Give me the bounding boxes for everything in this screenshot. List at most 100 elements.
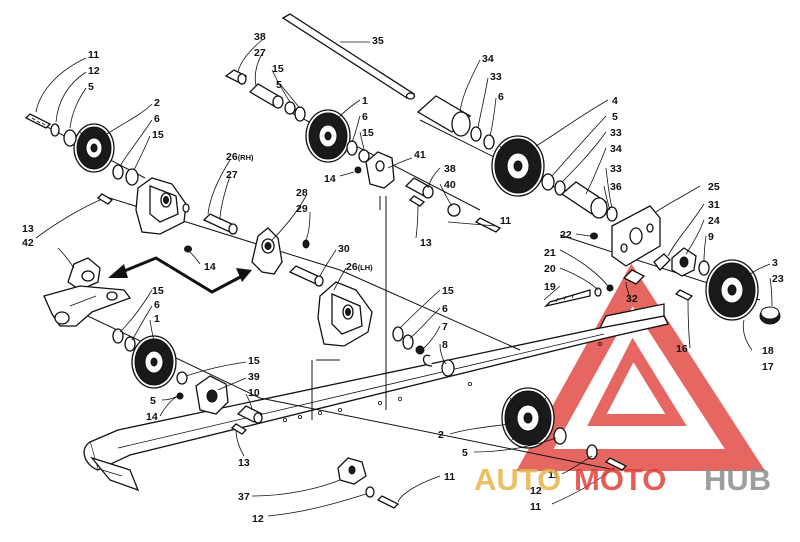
callout-26-lh-number: 26 [346,261,358,273]
callout-15-lower-left: 15 [152,285,164,297]
callout-15-top-left: 15 [152,129,164,141]
washer-5-right [541,173,555,191]
callout-5-right: 5 [612,111,618,123]
callout-12-lower-right: 12 [530,485,542,497]
bolt-11-top-left [24,113,52,129]
callout-18: 18 [762,345,774,357]
bolt-13-center [408,195,426,207]
idler-wheel-top-left [73,123,115,173]
spacer-5-lower-right [553,427,567,445]
watermark-wordmark: AUTO MOTO HUB [474,462,771,497]
nut-22 [590,232,598,240]
callout-2-top-left: 2 [154,97,160,109]
bracket-41 [365,151,395,189]
direction-arrows [108,256,252,294]
spacer-33-right [554,180,566,196]
callout-26-rh-suffix: (RH) [238,153,254,162]
callout-33-right: 33 [610,127,622,139]
callout-21: 21 [544,247,556,259]
bracket-26-lh [317,281,373,347]
callout-15-top: 15 [272,63,284,75]
callout-26-rh: 26(RH) [226,151,254,163]
washer-6-lower-left [124,336,136,352]
idler-wheel-4 [491,135,545,197]
spacer-33-right-b [606,206,618,222]
callout-26-rh-number: 26 [226,151,238,163]
callout-35: 35 [372,35,384,47]
callout-33-top: 33 [490,71,502,83]
callout-12-top-left: 12 [88,65,100,77]
callout-11-lower-right: 11 [548,469,559,481]
bearing-24 [671,247,697,277]
callout-14-left: 14 [204,261,216,273]
callout-5-lower-left: 5 [150,395,156,407]
bracket-28 [251,227,283,275]
washer-12-bottom [365,486,375,498]
callout-39: 39 [248,371,260,383]
watermark-hub: HUB [704,462,771,497]
spacer-30 [288,265,324,287]
bolt-13-lower-left [230,423,248,435]
callout-38-top: 38 [254,31,266,43]
callout-4: 4 [612,95,618,107]
callout-36: 36 [610,181,622,193]
spacer-15-top-left [125,168,139,186]
callout-17: 17 [762,361,774,373]
idler-wheel-1-top-center [305,109,351,163]
callout-29: 29 [296,203,308,215]
callout-14-lower-left: 14 [146,411,158,423]
spacer-8-lower [441,359,455,377]
callout-15-lower: 15 [248,355,260,367]
cap-23 [759,306,781,325]
spacer-15-lower-left [112,328,124,344]
nut-14-left [184,245,192,253]
bracket-37 [337,457,367,485]
callout-5-top: 5 [276,79,282,91]
callout-15-lower-center: 15 [442,285,454,297]
callout-28: 28 [296,187,308,199]
spacer-27-top [224,69,248,85]
watermark-moto: MOTO [574,462,666,497]
spacer-5-top-left [63,129,77,147]
callout-27-mid: 27 [226,169,238,181]
callout-15-top-b: 15 [362,127,374,139]
nut-14-center [354,166,362,174]
callout-1-top: 1 [362,95,368,107]
callout-13-lower: 13 [238,457,250,469]
callout-16: 16 [676,343,688,355]
callout-40: 40 [444,179,456,191]
slide-rail [83,303,669,492]
callout-41: 41 [414,149,426,161]
washer-6-top-left [112,164,124,180]
plate-25 [611,205,661,267]
callout-20: 20 [544,263,556,275]
spacer-15-lower-left-b [176,371,188,385]
sleeve-38-center [404,177,434,199]
callout-26-lh-suffix: (LH) [358,263,373,272]
callout-26-lh: 26(LH) [346,261,373,273]
bracket-26-rh [135,177,190,235]
washer-6-top-center [346,140,358,156]
callout-30: 30 [338,243,350,255]
callout-3: 3 [772,257,778,269]
callout-6-lower-center: 6 [442,303,448,315]
spacer-15-lower-center [392,326,404,342]
bolt-11-bottom [376,495,400,509]
callout-25: 25 [708,181,720,193]
callout-14-center: 14 [324,173,336,185]
watermark-logo-triangle [516,263,766,471]
idler-wheel-2-lower [501,387,555,449]
sleeve-32 [622,269,646,285]
callout-9: 9 [708,231,714,243]
long-shaft-35 [281,13,416,100]
spacer-27 [202,213,238,235]
callout-22: 22 [560,229,572,241]
callout-13-center: 13 [420,237,432,249]
callout-37: 37 [238,491,250,503]
callout-24: 24 [708,215,720,227]
block-31 [653,253,671,271]
vertical-reference-lines [311,196,387,420]
washer-20 [594,287,602,297]
callout-19: 19 [544,281,556,293]
